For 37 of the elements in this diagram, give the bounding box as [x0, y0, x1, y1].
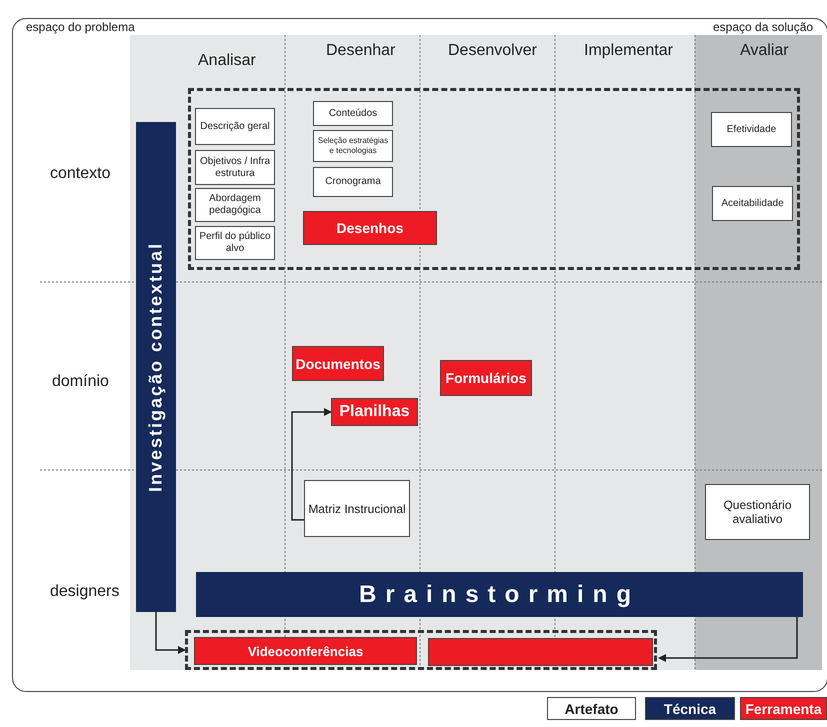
dashed-group-frame [188, 88, 800, 270]
artifact-box: Descrição geral [195, 108, 275, 145]
artifact-box: Matriz Instrucional [304, 480, 410, 537]
arrow [291, 408, 332, 521]
artifact-box: Questionário avaliativo [705, 484, 810, 540]
arrow [155, 612, 186, 654]
artifact-box: Perfil do público alvo [195, 226, 275, 260]
artifact-box: Seleção estratégias e tecnologias [313, 130, 393, 162]
tool-box: Documentos [292, 346, 384, 381]
column-header: Desenhar [326, 42, 396, 60]
artifact-box: Aceitabilidade [712, 186, 793, 221]
column-header: Analisar [198, 52, 256, 70]
tool-box [428, 638, 653, 666]
tool-box: Desenhos [303, 211, 437, 245]
column-header: Desenvolver [448, 42, 537, 60]
artifact-box: Efetividade [711, 112, 792, 147]
technique-bar: Brainstorming [196, 572, 803, 617]
artifact-box: Objetivos / Infra estrutura [195, 150, 275, 185]
technique-bar: Investigação contextual [136, 122, 176, 612]
tool-box: Planilhas [331, 398, 418, 426]
region-label: espaço da solução [713, 20, 814, 34]
artifact-box: Abordagem pedagógica [195, 188, 275, 222]
artifact-box: Cronograma [313, 167, 393, 197]
dashed-group-frame [185, 630, 657, 670]
arrow [658, 617, 798, 662]
row-label: domínio [52, 373, 109, 391]
tool-box: Videoconferências [194, 637, 417, 665]
legend-label: Artefato [564, 700, 618, 716]
row-label: contexto [50, 165, 110, 183]
column-header: Implementar [584, 42, 673, 60]
region-label: espaço do problema [26, 20, 135, 34]
legend-label: Técnica [664, 700, 716, 716]
tool-box: Formulários [440, 360, 532, 396]
row-label: designers [50, 583, 120, 601]
artifact-box: Conteúdos [313, 101, 393, 126]
legend-label: Ferramenta [745, 700, 822, 716]
column-header: Avaliar [740, 42, 789, 60]
